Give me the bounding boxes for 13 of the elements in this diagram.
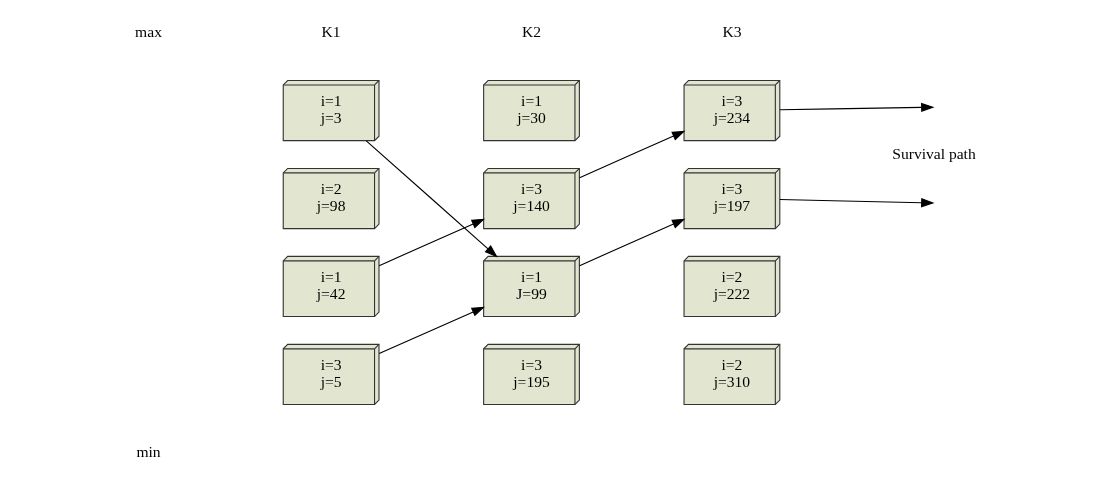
arrow bbox=[579, 218, 686, 267]
label: max bbox=[135, 22, 162, 40]
label: K2 bbox=[521, 22, 542, 40]
arrow bbox=[365, 140, 498, 258]
arrow bbox=[779, 102, 935, 113]
arrow bbox=[378, 306, 485, 355]
arrow bbox=[579, 130, 686, 179]
label: min bbox=[136, 442, 161, 460]
label: Survival path bbox=[892, 145, 976, 163]
arrow bbox=[378, 218, 485, 267]
label: K1 bbox=[321, 22, 341, 40]
label: K3 bbox=[722, 22, 742, 40]
arrow bbox=[779, 198, 935, 208]
